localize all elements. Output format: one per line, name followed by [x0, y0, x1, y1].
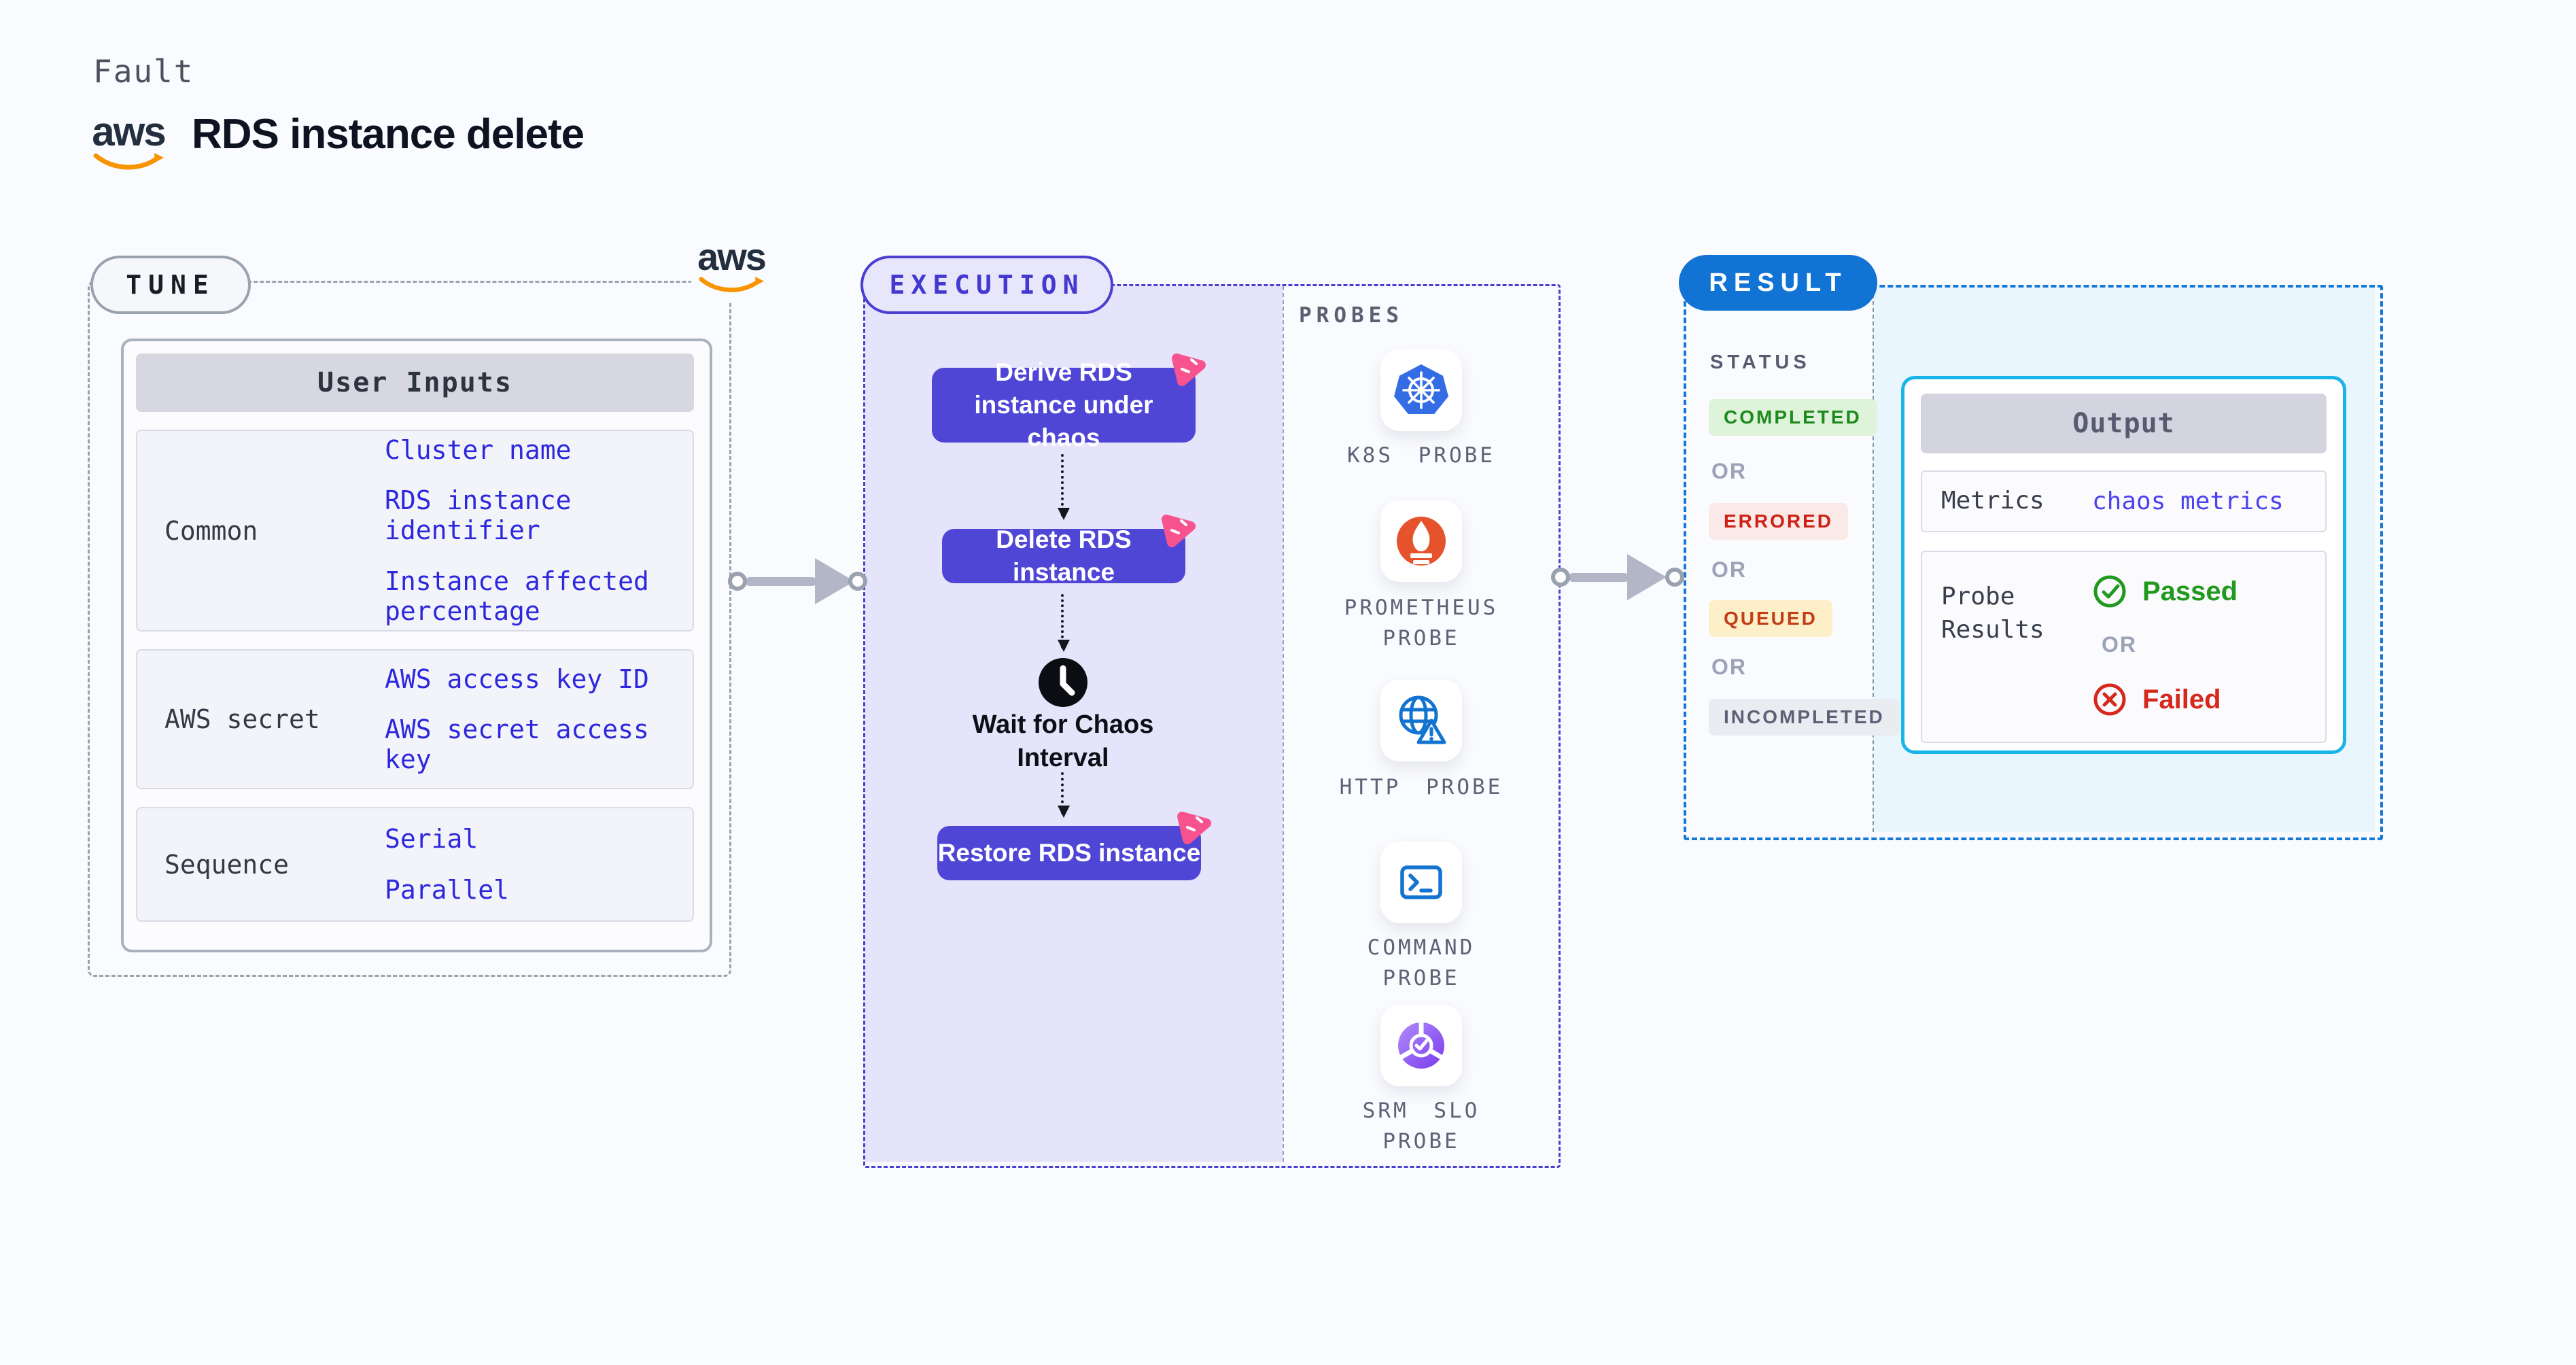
aws-logo-text: aws: [697, 235, 767, 278]
chaos-fault-icon: [1172, 353, 1206, 386]
aws-smile-icon: [93, 153, 164, 170]
step-restore-rds-instance: Restore RDS instance: [937, 812, 1211, 880]
probe-srm-slo: [1380, 1005, 1462, 1086]
flow-dotted-arrow: [1058, 454, 1070, 520]
flow-arrowhead-icon: [815, 558, 854, 604]
aws-logo: aws: [89, 111, 168, 173]
or-separator: OR: [1711, 459, 1747, 483]
user-inputs-row-common: Common Cluster name RDS instance identif…: [136, 430, 694, 632]
row-label: AWS secret: [164, 704, 320, 734]
execution-probes-divider: [1283, 286, 1284, 1162]
probe-http: [1380, 680, 1462, 761]
connector-node: [1551, 568, 1570, 587]
input-link[interactable]: RDS instance identifier: [385, 485, 572, 546]
passed-label: Passed: [2142, 576, 2238, 606]
row-items: Serial Parallel: [385, 808, 677, 920]
connector-node: [848, 572, 867, 591]
metrics-label: Metrics: [1941, 487, 2044, 515]
probe-passed: Passed: [2092, 574, 2238, 609]
slo-gauge-icon: [1398, 1021, 1444, 1069]
step-label: Restore RDS instance: [937, 838, 1201, 867]
input-link[interactable]: AWS access key ID: [385, 663, 649, 694]
probe-failed: Failed: [2092, 682, 2238, 717]
probe-label: COMMAND PROBE: [1367, 935, 1476, 990]
status-badge-errored: ERRORED: [1709, 503, 1849, 540]
prometheus-icon: [1397, 517, 1446, 566]
connector-node: [728, 572, 747, 591]
flow-arrow: [1569, 573, 1629, 582]
probe-command: [1380, 842, 1462, 923]
aws-logo-small: aws: [691, 235, 771, 303]
status-badge-completed: COMPLETED: [1709, 399, 1877, 436]
input-link[interactable]: Parallel: [385, 874, 510, 905]
status-badge-queued: QUEUED: [1709, 600, 1832, 637]
execution-section-label: EXECUTION: [860, 256, 1113, 314]
user-inputs-row-aws-secret: AWS secret AWS access key ID AWS secret …: [136, 649, 694, 789]
step-derive-rds-instance: Derive RDS instance under chaos: [932, 353, 1206, 451]
chaos-fault-icon: [1162, 515, 1196, 547]
probe-results-row: Probe Results Passed OR Faile: [1921, 551, 2327, 743]
output-header: Output: [1921, 394, 2327, 453]
row-label: Common: [164, 515, 258, 546]
page-title: RDS instance delete: [192, 111, 585, 158]
chaos-metrics-link[interactable]: chaos metrics: [2092, 487, 2284, 515]
row-label: Sequence: [164, 849, 290, 880]
flow-dotted-arrow: [1058, 772, 1070, 818]
probe-results-label: Probe Results: [1941, 583, 2044, 644]
metrics-row: Metrics chaos metrics: [1921, 470, 2327, 532]
or-separator: OR: [2102, 632, 2137, 657]
wait-step: [1039, 658, 1087, 707]
flow-arrowhead-icon: [1627, 554, 1667, 600]
chaos-fault-icon: [1177, 812, 1211, 844]
result-section-label: RESULT: [1679, 255, 1877, 311]
connector-node: [1665, 568, 1684, 587]
probe-label: K8S PROBE: [1347, 443, 1495, 468]
input-link[interactable]: AWS secret access key: [385, 714, 649, 775]
result-divider: [1873, 288, 1874, 832]
probe-results-values: Passed OR Failed: [2092, 552, 2238, 742]
user-inputs-header: User Inputs: [136, 353, 694, 412]
probe-k8s: [1380, 349, 1462, 431]
tune-section-box: [88, 281, 731, 977]
kubernetes-icon: [1394, 364, 1448, 414]
wait-step-label: Wait for Chaos Interval: [972, 710, 1154, 773]
probes-section-label: PROBES: [1299, 303, 1404, 328]
input-link[interactable]: Cluster name: [385, 435, 572, 466]
output-card: Output Metrics chaos metrics Probe Resul…: [1901, 376, 2346, 754]
row-items: AWS access key ID AWS secret access key: [385, 651, 677, 788]
step-delete-rds-instance: Delete RDS instance: [942, 515, 1196, 586]
failed-label: Failed: [2142, 684, 2221, 714]
clock-icon: [1060, 665, 1075, 696]
aws-smile-icon: [699, 277, 764, 292]
user-inputs-row-sequence: Sequence Serial Parallel: [136, 807, 694, 922]
probe-label: SRM SLO PROBE: [1362, 1099, 1480, 1154]
status-badge-incompleted: INCOMPLETED: [1709, 699, 1900, 736]
flow-dotted-arrow: [1058, 594, 1070, 652]
probe-label: HTTP PROBE: [1339, 775, 1503, 799]
fault-kicker: Fault: [93, 53, 194, 90]
row-items: Cluster name RDS instance identifier Ins…: [385, 431, 677, 630]
aws-logo-text: aws: [92, 109, 166, 154]
x-circle-icon: [2093, 683, 2126, 716]
tune-section-label: TUNE: [90, 256, 251, 314]
input-link[interactable]: Instance affected percentage: [385, 566, 649, 626]
execution-section-box: [863, 284, 1561, 1168]
input-link[interactable]: Serial: [385, 824, 478, 854]
probe-label: PROMETHEUS PROBE: [1344, 595, 1499, 651]
step-label: Delete RDS instance: [996, 525, 1132, 586]
check-circle-icon: [2093, 575, 2126, 608]
probe-prometheus: [1380, 500, 1462, 582]
or-separator: OR: [1711, 655, 1747, 679]
http-globe-icon: [1399, 695, 1446, 744]
or-separator: OR: [1711, 557, 1747, 582]
terminal-icon: [1400, 865, 1442, 899]
step-label: Derive RDS instance under chaos: [974, 358, 1153, 452]
result-section-box: [1684, 285, 2383, 840]
status-heading: STATUS: [1710, 351, 1811, 373]
flow-arrow: [746, 577, 816, 586]
